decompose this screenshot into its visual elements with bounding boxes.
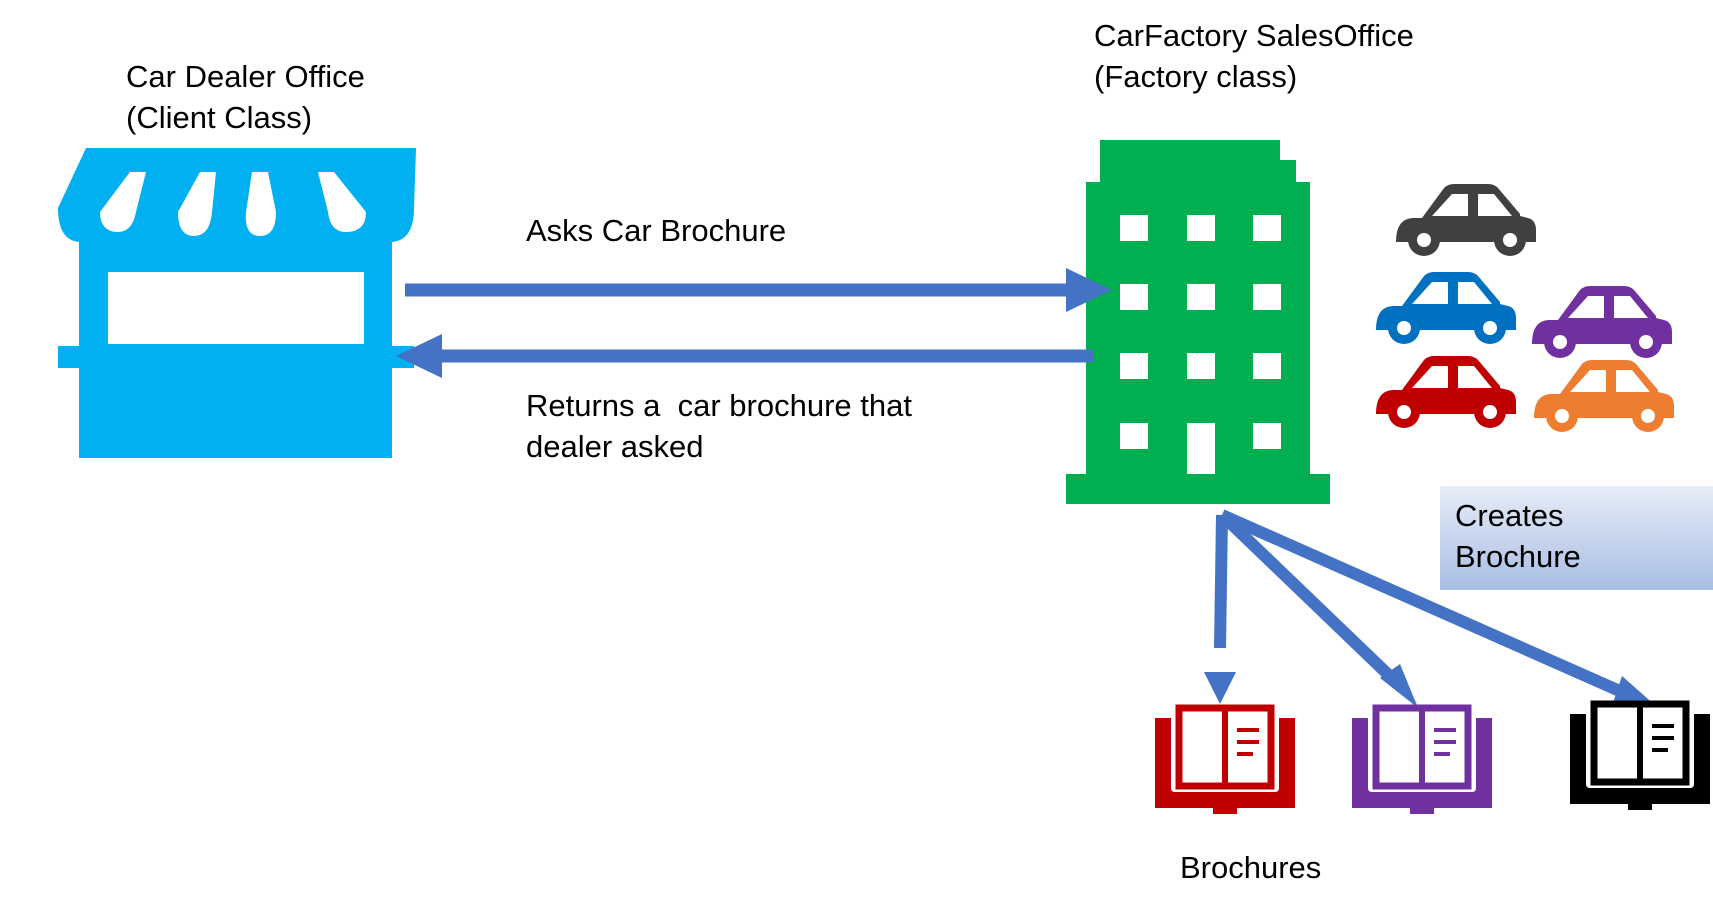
car-icon: [1376, 356, 1516, 428]
request-arrow: [405, 268, 1112, 312]
dealer-office-title: Car Dealer Office (Client Class): [126, 56, 365, 138]
dealer-title-line2: (Client Class): [126, 100, 313, 135]
response-label-line1: Returns a car brochure that: [526, 388, 912, 423]
storefront-window: [108, 272, 364, 344]
car-icon: [1396, 184, 1536, 256]
creates-brochure-label: Creates Brochure: [1455, 495, 1581, 577]
creates-arrowhead-purple: [1380, 664, 1418, 708]
car-icon: [1376, 272, 1516, 344]
dealer-title-line1: Car Dealer Office: [126, 59, 365, 94]
factory-title-line1: CarFactory SalesOffice: [1094, 18, 1414, 53]
creates-label-line1: Creates: [1455, 498, 1564, 533]
response-arrow-label: Returns a car brochure that dealer asked: [526, 385, 912, 467]
building-windows: [1120, 215, 1281, 474]
brochure-book-icon: [1155, 704, 1295, 814]
brochure-book-icon: [1570, 700, 1710, 810]
car-icon: [1532, 286, 1672, 358]
creates-arrow-red: [1214, 514, 1228, 649]
creates-label-line2: Brochure: [1455, 539, 1581, 574]
creates-arrowhead-red: [1204, 672, 1236, 704]
creates-arrows: [1204, 509, 1656, 708]
request-arrow-label: Asks Car Brochure: [526, 213, 787, 248]
storefront-awning-stripes: [100, 172, 366, 236]
response-label-line2: dealer asked: [526, 429, 704, 464]
response-arrow: [396, 334, 1093, 378]
factory-title-line2: (Factory class): [1094, 59, 1298, 94]
car-icon: [1534, 360, 1674, 432]
creates-arrow-purple: [1217, 510, 1403, 689]
factory-office-title: CarFactory SalesOffice (Factory class): [1094, 15, 1414, 97]
brochures-label: Brochures: [1180, 850, 1322, 885]
brochure-book-icon: [1352, 704, 1492, 814]
creates-arrow-black: [1219, 509, 1625, 698]
creates-arrowhead-black: [1612, 676, 1656, 706]
creates-brochure-box: [1440, 486, 1713, 590]
